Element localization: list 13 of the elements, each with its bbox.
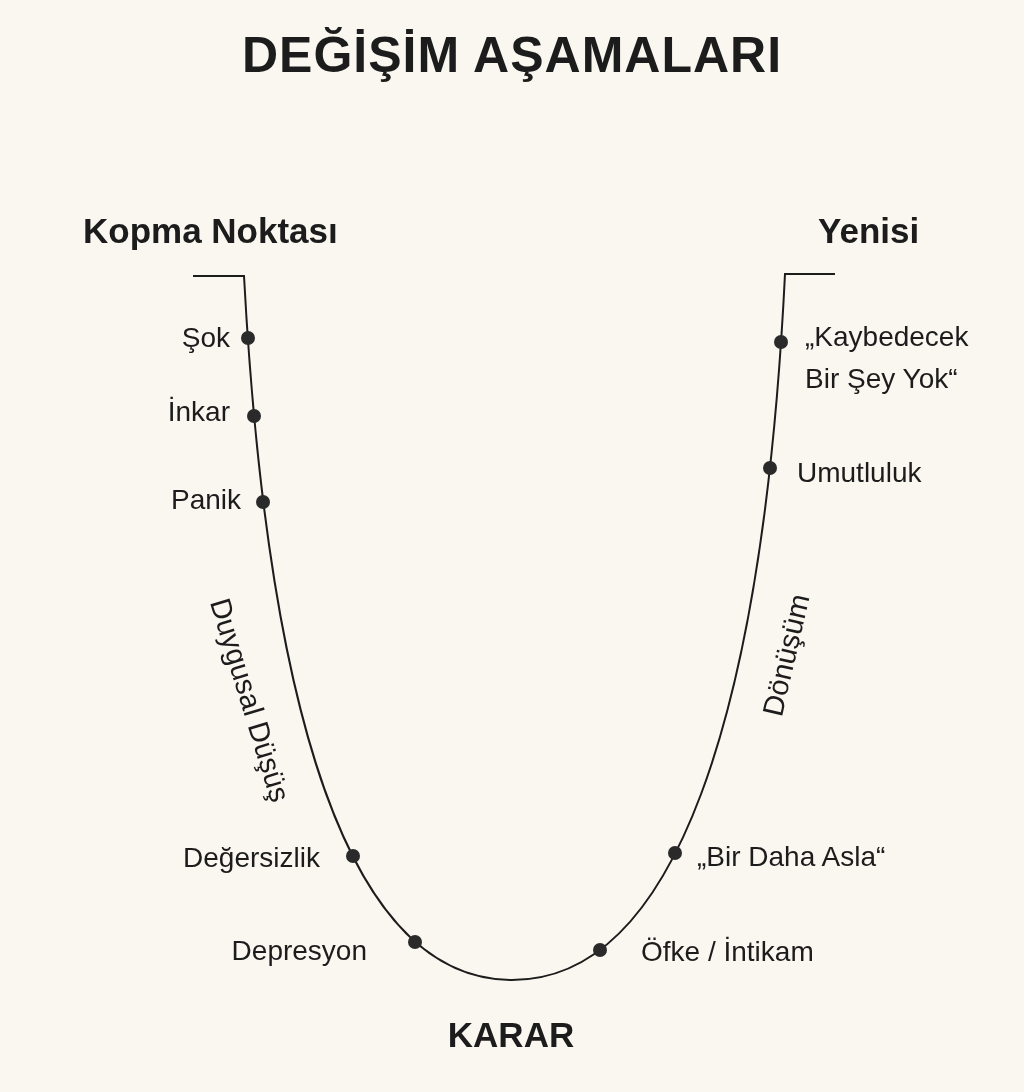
stage-label: Öfke / İntikam [641,935,814,969]
stage-label: Değersizlik [183,841,320,875]
stage-label: Depresyon [231,934,367,968]
bottom-heading: KARAR [447,1014,575,1057]
stage-label: Panik [170,483,241,517]
section-heading: Kopma Noktası [83,210,338,253]
stage-label: „Bir Daha Asla“ [697,840,886,874]
section-heading: Yenisi [818,210,920,253]
stage-label: İnkar [167,395,230,429]
stage-label: Umutluluk [797,456,922,490]
stage-label: „Kaybedecek Bir Şey Yok“ [805,320,970,396]
phase-label: Dönüşüm [755,590,817,720]
stage-label: Şok [181,321,230,355]
